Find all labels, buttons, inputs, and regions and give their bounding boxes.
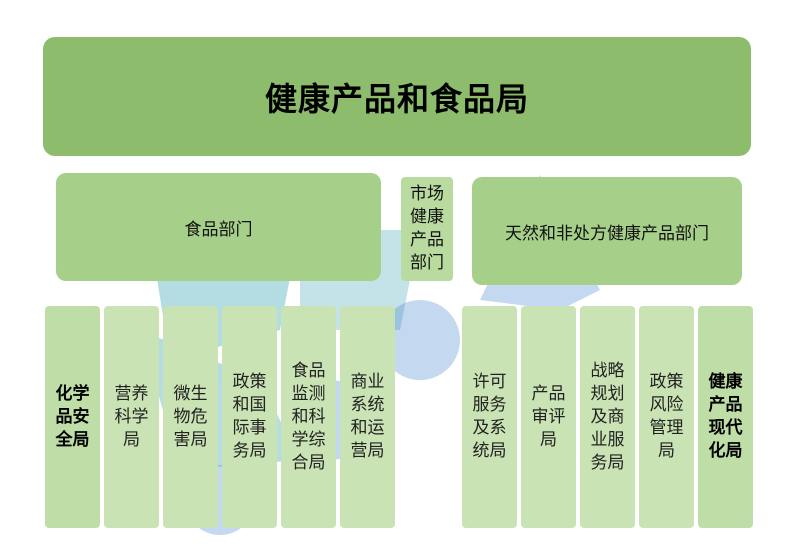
unit-chemical-safety: 化学品安全局 — [45, 306, 100, 528]
market-department-box: 市场健康产品部门 — [401, 177, 453, 281]
unit-label: 健康产品现代化局 — [708, 372, 743, 461]
natural-department-box: 天然和非处方健康产品部门 — [472, 177, 742, 285]
top-agency-box: 健康产品和食品局 — [43, 37, 751, 156]
unit-strategic-planning: 战略规划及商业服务局 — [580, 306, 635, 528]
unit-label: 营养科学局 — [114, 383, 149, 450]
market-department-label: 市场健康产品部门 — [410, 184, 444, 273]
unit-business-systems: 商业系统和运营局 — [340, 306, 395, 528]
page-title: 健康产品和食品局 — [264, 79, 529, 118]
unit-label: 微生物危害局 — [173, 383, 208, 450]
food-department-label: 食品部门 — [184, 219, 253, 240]
unit-label: 商业系统和运营局 — [350, 372, 385, 461]
unit-label: 政策风险管理局 — [649, 372, 684, 461]
unit-label: 化学品安全局 — [55, 383, 90, 450]
unit-label: 战略规划及商业服务局 — [590, 360, 625, 473]
unit-licensing-services: 许可服务及系统局 — [462, 306, 517, 528]
natural-department-label: 天然和非处方健康产品部门 — [505, 223, 709, 244]
unit-food-surveillance: 食品监测和科学综合局 — [281, 306, 336, 528]
unit-label: 许可服务及系统局 — [472, 372, 507, 461]
unit-label: 政策和国际事务局 — [232, 372, 267, 461]
unit-product-review: 产品审评局 — [521, 306, 576, 528]
unit-modernization: 健康产品现代化局 — [698, 306, 753, 528]
unit-policy-international: 政策和国际事务局 — [222, 306, 277, 528]
unit-policy-risk: 政策风险管理局 — [639, 306, 694, 528]
unit-label: 食品监测和科学综合局 — [291, 360, 326, 473]
unit-microbial-hazards: 微生物危害局 — [163, 306, 218, 528]
unit-label: 产品审评局 — [531, 383, 566, 450]
food-department-box: 食品部门 — [56, 173, 381, 281]
unit-nutrition-science: 营养科学局 — [104, 306, 159, 528]
